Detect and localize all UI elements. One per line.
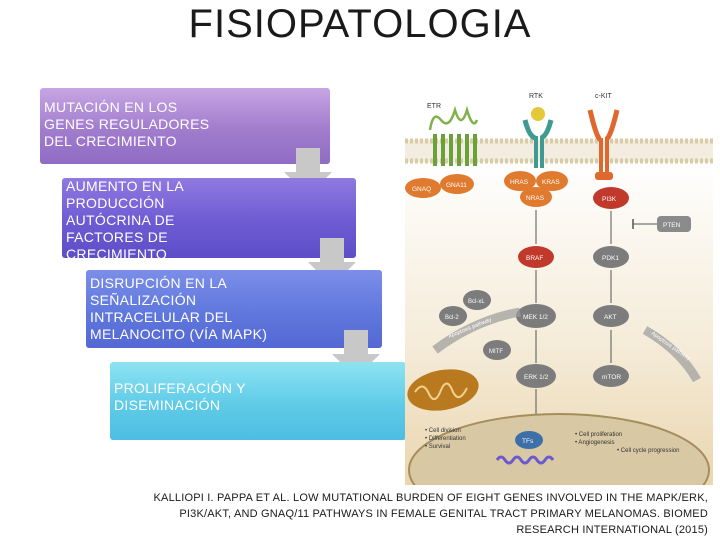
figure-label-nras: NRAS bbox=[526, 195, 545, 202]
figure-label-mek: MEK 1/2 bbox=[523, 314, 548, 321]
figure-label-pten: PTEN bbox=[663, 222, 681, 229]
apoptosis-pathway-band bbox=[432, 307, 521, 354]
braf-protein-shape bbox=[518, 246, 554, 268]
process-step-1: MUTACIÓN EN LOS GENES REGULADORES DEL CR… bbox=[40, 88, 330, 164]
mek-protein-shape bbox=[516, 304, 556, 328]
figure-effect-survival: • Survival bbox=[425, 444, 450, 450]
process-step-1-label: MUTACIÓN EN LOS GENES REGULADORES DEL CR… bbox=[44, 99, 210, 149]
figure-label-gna11: GNA11 bbox=[446, 182, 467, 189]
slide-title: FISIOPATOLOGIA bbox=[188, 2, 532, 46]
nucleus-icon bbox=[408, 413, 710, 485]
figure-effect-cell-division: • Cell division bbox=[425, 428, 461, 434]
figure-label-mtor: mTOR bbox=[602, 374, 621, 381]
figure-label-rtk: RTK bbox=[529, 93, 543, 100]
process-step-3: DISRUPCIÓN EN LA SEÑALIZACIÓN INTRACELUL… bbox=[86, 270, 382, 348]
figure-label-bcl-2: Bcl-2 bbox=[445, 315, 459, 321]
process-step-2-label: AUMENTO EN LA PRODUCCIÓN AUTÓCRINA DE FA… bbox=[66, 178, 184, 258]
figure-effect-angiogenesis: • Angiogenesis bbox=[575, 440, 614, 446]
figure-label-erk: ERK 1/2 bbox=[524, 374, 549, 381]
etr-receptor-icon bbox=[428, 105, 479, 166]
pdk1-protein-shape bbox=[593, 246, 629, 268]
process-step-4: PROLIFERACIÓN Y DISEMINACIÓN bbox=[110, 362, 406, 440]
erk-protein-shape bbox=[516, 364, 556, 388]
pi3k-protein-shape bbox=[593, 187, 629, 209]
ckit-receptor-icon bbox=[587, 109, 620, 180]
bcl2-protein-shape bbox=[439, 306, 467, 326]
mitf-protein-shape bbox=[483, 340, 511, 360]
dna-icon bbox=[495, 455, 555, 465]
figure-label-gnaq: GNAQ bbox=[412, 186, 431, 193]
pten-protein-shape bbox=[657, 216, 691, 232]
kras-protein-shape bbox=[536, 171, 568, 191]
figure-effect-cell-cycle: • Cell cycle progression bbox=[617, 448, 679, 454]
gna11-protein-shape bbox=[440, 174, 474, 194]
figure-label-hras: HRAS bbox=[510, 179, 529, 186]
figure-label-akt: AKT bbox=[604, 314, 617, 321]
apoptosis-pathway-band-2 bbox=[642, 326, 701, 383]
figure-label-c-kit: c-KIT bbox=[595, 93, 612, 100]
figure-effect-differentiation: • Differentiation bbox=[425, 436, 466, 442]
process-step-3-label: DISRUPCIÓN EN LA SEÑALIZACIÓN INTRACELUL… bbox=[90, 275, 268, 342]
nras-protein-shape bbox=[520, 187, 552, 207]
figure-label-bcl-xl: Bcl-xL bbox=[468, 299, 485, 305]
figure-label-pi3k: PI3K bbox=[602, 196, 617, 203]
figure-effect-proliferation: • Cell proliferation bbox=[575, 432, 622, 438]
figure-label-mitf: MITF bbox=[489, 349, 503, 355]
bclxl-protein-shape bbox=[463, 290, 491, 310]
process-step-4-label: PROLIFERACIÓN Y DISEMINACIÓN bbox=[114, 380, 246, 413]
gnaq-protein-shape bbox=[405, 178, 441, 198]
tfs-shape bbox=[515, 431, 543, 449]
figure-label-tfs: TFs bbox=[522, 438, 534, 445]
figure-label-etr: ETR bbox=[427, 103, 441, 110]
process-step-2: AUMENTO EN LA PRODUCCIÓN AUTÓCRINA DE FA… bbox=[62, 178, 356, 258]
figure-label-pdk1: PDK1 bbox=[602, 255, 619, 262]
rtk-receptor-icon bbox=[522, 107, 554, 168]
mtor-protein-shape bbox=[593, 365, 629, 387]
akt-protein-shape bbox=[593, 305, 629, 327]
hras-protein-shape bbox=[504, 171, 536, 191]
figure-label-kras: KRAS bbox=[542, 179, 560, 186]
cell-membrane bbox=[405, 138, 713, 164]
mitochondrion-icon bbox=[407, 369, 479, 411]
mapk-pathway-figure: ETR RTK c-KIT GNAQ GNA11 HRAS KRAS NRAS … bbox=[405, 50, 713, 485]
citation-text: KALLIOPI I. PAPPA ET AL. LOW MUTATIONAL … bbox=[153, 492, 708, 536]
figure-label-braf: BRAF bbox=[526, 255, 543, 262]
pathway-arrows bbox=[535, 210, 612, 420]
